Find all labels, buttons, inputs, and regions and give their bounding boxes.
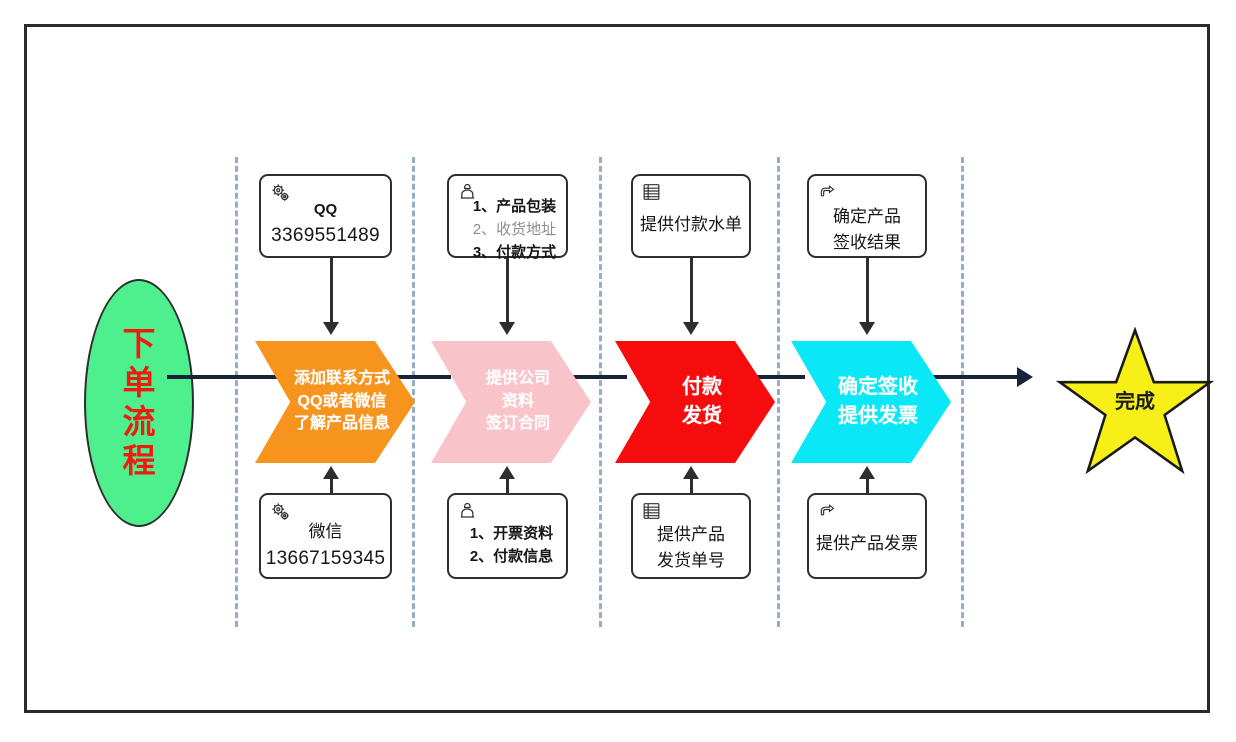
stage-3-line-1: 付款 xyxy=(682,376,722,398)
stage-2-process[interactable]: 提供公司资料签订合同 xyxy=(431,341,591,463)
lane-separator-1 xyxy=(235,157,238,627)
lane-separator-5 xyxy=(961,157,964,627)
connector-stage3-bottomnote xyxy=(690,477,693,505)
note-line: 提供付款水单 xyxy=(640,215,742,234)
stage-3-line-2: 发货 xyxy=(682,405,722,427)
stage-3-bottom-note[interactable]: 提供产品 发货单号 xyxy=(631,493,751,579)
pointing-hand-icon xyxy=(817,182,841,204)
start-char-1: 下 xyxy=(122,325,156,363)
end-node[interactable]: 完成 xyxy=(1055,327,1215,479)
lane-separator-4 xyxy=(777,157,780,627)
connector-stage2-bottomnote xyxy=(506,477,509,505)
arrowhead-stage4-bottom xyxy=(859,466,875,479)
start-node-label: 下单流程 xyxy=(123,325,156,481)
list-document-icon xyxy=(641,501,665,523)
connector-stage2-to-stage3 xyxy=(559,375,627,379)
note-line: 3369551489 xyxy=(271,224,380,246)
note-line: 签收结果 xyxy=(833,232,901,252)
note-line: 微信 xyxy=(308,522,343,541)
gear-icon xyxy=(269,501,293,523)
stage-2-bottom-note[interactable]: 1、开票资料 2、付款信息 xyxy=(447,493,568,579)
star-shape xyxy=(1055,327,1215,475)
connector-stage4-topnote xyxy=(866,258,869,326)
note-line: 1、开票资料 xyxy=(469,525,554,542)
connector-stage1-bottomnote xyxy=(330,477,333,505)
stage-3-process[interactable]: 付款发货 xyxy=(615,341,775,463)
note-line: 发货单号 xyxy=(657,550,725,570)
arrowhead-stage3-bottom xyxy=(683,466,699,479)
start-node[interactable]: 下单流程 xyxy=(84,279,194,527)
stage-2-top-note[interactable]: 1、产品包装 2、收货地址 3、付款方式 xyxy=(447,174,568,261)
stage-1-top-note[interactable]: QQ 3369551489 xyxy=(259,174,392,258)
pointing-hand-icon xyxy=(817,501,841,523)
arrowhead-stage4-top xyxy=(859,322,875,335)
stage-2-line-2: 资料 xyxy=(501,392,534,410)
note-line: 2、收货地址 xyxy=(472,220,557,238)
gear-icon xyxy=(269,182,293,204)
stage-1-bottom-note[interactable]: 微信 13667159345 xyxy=(259,493,392,579)
stage-1-line-3: 了解产品信息 xyxy=(293,415,390,433)
stage-1-process[interactable]: 添加联系方式 QQ或者微信了解产品信息 xyxy=(255,341,415,463)
connector-stage3-to-stage4 xyxy=(737,375,805,379)
stage-4-line-2: 提供发票 xyxy=(838,405,918,427)
note-line: 1、产品包装 xyxy=(472,198,557,215)
person-icon xyxy=(457,501,481,523)
note-line: 2、付款信息 xyxy=(469,547,554,565)
start-char-4: 程 xyxy=(122,441,156,479)
arrowhead-stage1-bottom xyxy=(323,466,339,479)
diagram-frame: 下单流程 QQ 3369551489 xyxy=(24,24,1215,713)
note-line: 确定产品 xyxy=(833,207,901,226)
connector-stage3-topnote xyxy=(690,258,693,326)
note-line: 提供产品 xyxy=(657,525,725,544)
stage-3-top-note[interactable]: 提供付款水单 xyxy=(631,174,751,258)
connector-start-to-stage1 xyxy=(167,375,287,379)
start-char-2: 单 xyxy=(122,364,156,402)
arrowhead-to-end xyxy=(1017,367,1033,387)
person-icon xyxy=(457,182,481,204)
connector-stage4-bottomnote xyxy=(866,477,869,505)
connector-stage1-to-stage2 xyxy=(383,375,451,379)
stage-2-label: 提供公司资料签订合同 xyxy=(472,368,550,436)
stage-4-label: 确定签收提供发票 xyxy=(824,373,918,431)
lane-separator-2 xyxy=(412,157,415,627)
lane-separator-3 xyxy=(599,157,602,627)
arrowhead-stage2-top xyxy=(499,322,515,335)
stage-1-line-2: QQ或者微信 xyxy=(297,392,387,410)
stage-1-line-1: 添加联系方式 xyxy=(293,369,390,387)
connector-stage4-to-end xyxy=(913,375,1019,379)
connector-stage1-topnote xyxy=(330,258,333,326)
arrowhead-stage2-bottom xyxy=(499,466,515,479)
arrowhead-stage1-top xyxy=(323,322,339,335)
stage-4-bottom-note[interactable]: 提供产品发票 xyxy=(807,493,927,579)
stage-4-process[interactable]: 确定签收提供发票 xyxy=(791,341,951,463)
stage-4-line-1: 确定签收 xyxy=(838,376,918,398)
note-line: 提供产品发票 xyxy=(816,534,918,553)
stage-3-label: 付款发货 xyxy=(668,373,722,431)
list-document-icon xyxy=(641,182,665,204)
note-line: QQ xyxy=(313,201,338,218)
stage-1-label: 添加联系方式 QQ或者微信了解产品信息 xyxy=(280,368,390,436)
stage-4-top-note[interactable]: 确定产品 签收结果 xyxy=(807,174,927,258)
note-line: 13667159345 xyxy=(265,547,386,569)
start-char-3: 流 xyxy=(122,403,156,440)
connector-stage2-topnote xyxy=(506,258,509,326)
stage-2-line-1: 提供公司 xyxy=(485,369,550,387)
end-node-label: 完成 xyxy=(1115,391,1155,413)
stage-2-line-3: 签订合同 xyxy=(485,415,550,433)
arrowhead-stage3-top xyxy=(683,322,699,335)
note-line: 3、付款方式 xyxy=(472,243,557,261)
